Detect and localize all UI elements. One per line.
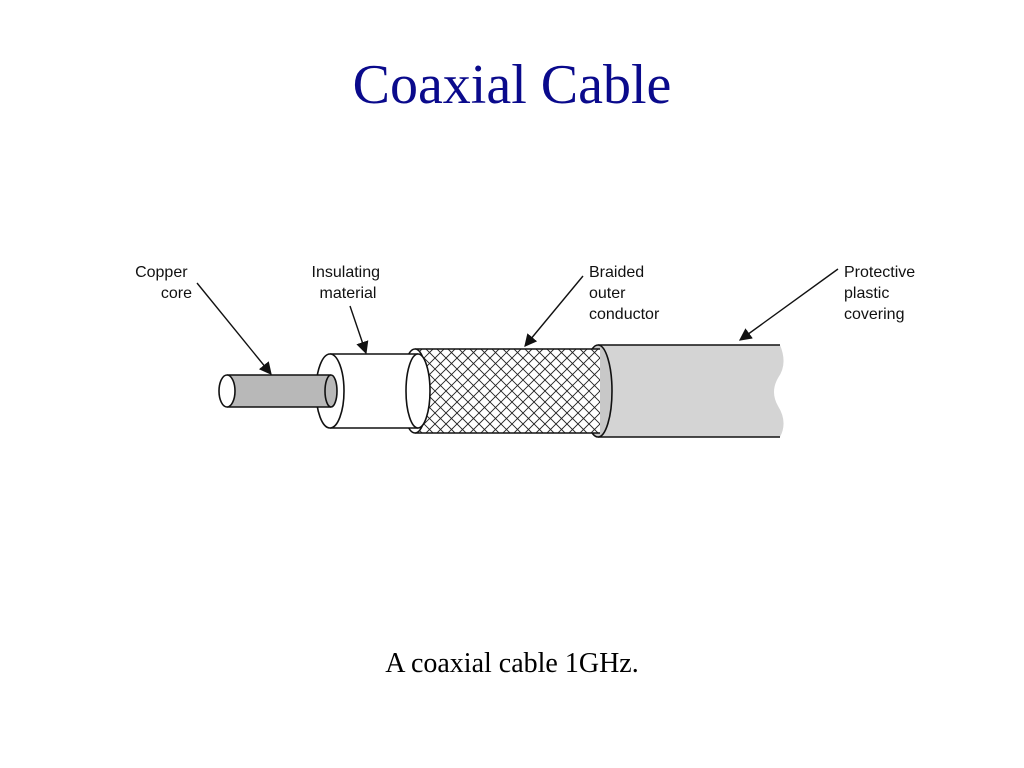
braid-strand (447, 349, 533, 433)
braid-strand (579, 349, 600, 370)
braid-strand (480, 349, 566, 433)
arrow-insulating-material (349, 305, 369, 355)
braid-strand (415, 349, 445, 379)
braid-strand (535, 349, 600, 414)
insulating-layer (315, 353, 431, 429)
core-back-face (324, 374, 338, 408)
insulation-body (330, 354, 418, 428)
braid-strand (568, 349, 600, 381)
braid-strand (513, 349, 599, 433)
braid-strand (415, 349, 500, 433)
label-copper-core: Copper core (135, 264, 192, 302)
arrow-protective-covering (738, 268, 839, 341)
label-braided-outer-conductor: Braided outer conductor (589, 264, 660, 323)
core-body (227, 375, 331, 407)
braid-strand (469, 349, 555, 433)
label-insulating-material: Insulating material (312, 264, 385, 302)
braided-conductor (401, 348, 600, 434)
protective-jacket (583, 344, 784, 438)
jacket-body (598, 345, 784, 437)
insulation-end-face (405, 353, 431, 429)
braid-strand (436, 349, 522, 433)
braid-strand (546, 349, 600, 403)
label-protective-plastic-covering: Protective plastic covering (844, 264, 920, 323)
core-front-face (218, 374, 236, 408)
braid-strand (415, 349, 456, 390)
braid-strand (491, 349, 577, 433)
copper-core (218, 374, 338, 408)
braid-strand (415, 392, 456, 433)
braid-strand (425, 349, 511, 433)
braid-strand (415, 403, 445, 433)
braid-strand (568, 401, 600, 433)
braid-strand (502, 349, 588, 433)
slide-title: Coaxial Cable (352, 54, 672, 116)
arrow-copper-core (196, 282, 272, 375)
braid-strand (557, 349, 600, 392)
arrow-braided-outer-conductor (524, 275, 584, 347)
braid-strand (557, 390, 600, 433)
braid-strand (458, 349, 544, 433)
braid-strand (415, 370, 478, 433)
slide-caption: A coaxial cable 1GHz. (385, 648, 639, 679)
braid-strand (579, 412, 600, 433)
braid-strand (524, 349, 600, 425)
